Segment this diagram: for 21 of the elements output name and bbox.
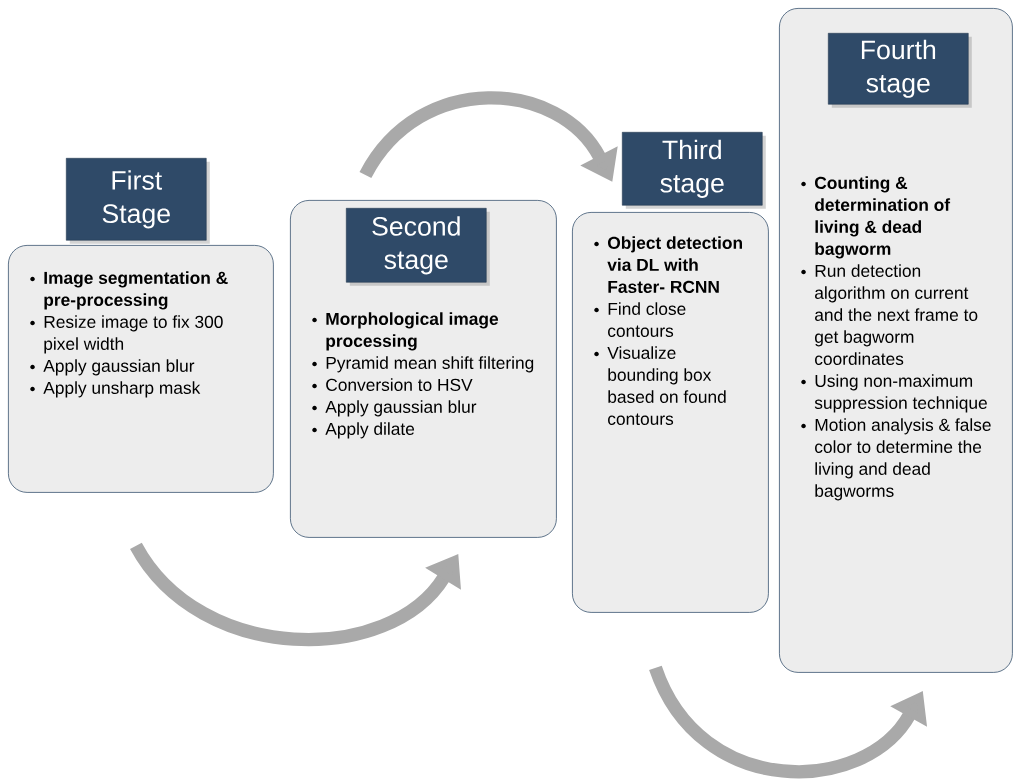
stage-header: Third stage xyxy=(622,132,766,209)
bullet-item: Find close contours xyxy=(594,302,686,337)
bullet-item: Image segmentation & pre-processing xyxy=(30,271,228,310)
bullet-item: Morphological image processing xyxy=(312,312,499,351)
stage-header: Fourth stage xyxy=(828,33,972,108)
bullet-item: Pyramid mean shift filtering xyxy=(312,356,534,373)
stage-header: First Stage xyxy=(66,158,210,244)
bullet-item: Apply gaussian blur xyxy=(30,359,195,376)
bullet-item: Apply unsharp mask xyxy=(30,381,201,398)
bullet-item: Using non-maximum suppression technique xyxy=(801,374,987,413)
bullet-item: Motion analysis & false color to determine the living and dead bagworms xyxy=(801,418,991,501)
bullet-item: Run detection algorithm on current and the next frame to get bagworm coordinates xyxy=(801,264,978,365)
bullet-item: Apply gaussian blur xyxy=(312,400,477,417)
bullet-item: Conversion to HSV xyxy=(312,378,473,391)
bullet-item: Counting & determination of living & dead bagworm xyxy=(801,176,951,259)
bullet-item: Object detection via DL with Faster- RCNN xyxy=(594,236,742,293)
bullet-item: Visualize bounding box based on found contours xyxy=(594,346,726,425)
bullet-item: Resize image to fix 300 pixel width xyxy=(30,315,223,354)
bullet-item: Apply dilate xyxy=(312,422,415,439)
curved-arrow xyxy=(130,542,461,646)
stage-header: Second stage xyxy=(346,208,490,286)
